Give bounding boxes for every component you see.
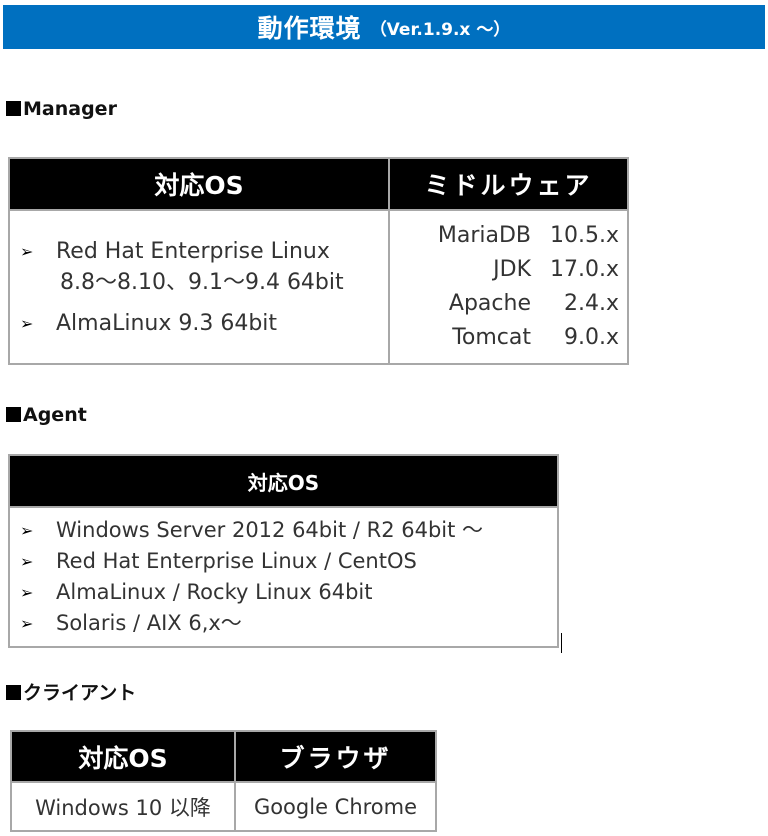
os-name: AlmaLinux / Rocky Linux 64bit — [56, 580, 373, 604]
table-header-row: 対応OS ブラウザ — [10, 730, 437, 783]
section-title-text: Manager — [23, 98, 117, 120]
os-name: Red Hat Enterprise Linux — [56, 238, 330, 264]
page-banner: 動作環境 （Ver.1.9.x ～） — [3, 5, 765, 49]
text-cursor — [561, 633, 562, 653]
arrow-bullet-icon: ➢ — [20, 552, 34, 571]
middleware-version: 2.4.x — [564, 291, 619, 316]
section-title-agent: Agent — [6, 404, 87, 426]
header-middleware: ミドルウェア — [388, 157, 629, 211]
middleware-name: Apache — [448, 291, 531, 316]
square-marker-icon — [6, 685, 21, 700]
manager-table: 対応OS ミドルウェア ➢ Red Hat Enterprise Linux 8… — [8, 157, 629, 365]
arrow-bullet-icon: ➢ — [20, 521, 34, 540]
middleware-version: 9.0.x — [564, 325, 619, 350]
middleware-row: Apache 2.4.x — [390, 287, 619, 321]
header-os: 対応OS — [8, 157, 390, 211]
header-os: 対応OS — [8, 454, 559, 508]
arrow-bullet-icon: ➢ — [20, 313, 34, 333]
arrow-bullet-icon: ➢ — [20, 583, 34, 602]
arrow-bullet-icon: ➢ — [20, 614, 34, 633]
middleware-name: Tomcat — [452, 325, 531, 350]
table-row: ➢Windows Server 2012 64bit / R2 64bit ～ … — [8, 506, 559, 648]
section-title-client: クライアント — [6, 678, 136, 705]
list-item: ➢ Red Hat Enterprise Linux 8.8～8.10、9.1～… — [10, 236, 388, 298]
os-cell: ➢ Red Hat Enterprise Linux 8.8～8.10、9.1～… — [8, 209, 390, 365]
os-name: AlmaLinux 9.3 64bit — [56, 310, 278, 336]
version-label: （Ver.1.9.x ～） — [369, 19, 511, 40]
os-name: Red Hat Enterprise Linux / CentOS — [56, 549, 417, 573]
table-header-row: 対応OS ミドルウェア — [8, 157, 629, 211]
table-header-row: 対応OS — [8, 454, 559, 508]
middleware-row: JDK 17.0.x — [390, 253, 619, 287]
os-cell: Windows 10 以降 — [10, 781, 236, 832]
page-title: 動作環境 — [257, 14, 362, 43]
list-item: ➢ Red Hat Enterprise Linux / CentOS — [10, 546, 557, 577]
table-row: ➢ Red Hat Enterprise Linux 8.8～8.10、9.1～… — [8, 209, 629, 365]
os-cell: ➢Windows Server 2012 64bit / R2 64bit ～ … — [8, 506, 559, 648]
middleware-cell: MariaDB 10.5.x JDK 17.0.x Apache 2.4.x T… — [388, 209, 629, 365]
header-browser: ブラウザ — [234, 730, 437, 783]
list-item: ➢ AlmaLinux / Rocky Linux 64bit — [10, 577, 557, 608]
os-name: Windows Server 2012 64bit / R2 64bit ～ — [56, 518, 484, 542]
list-item: ➢ Windows Server 2012 64bit / R2 64bit ～ — [10, 515, 557, 546]
section-title-text: Agent — [23, 404, 87, 426]
os-list: ➢ Red Hat Enterprise Linux 8.8～8.10、9.1～… — [10, 236, 388, 339]
arrow-bullet-icon: ➢ — [20, 241, 34, 261]
square-marker-icon — [6, 101, 21, 116]
os-versions: 8.8～8.10、9.1～9.4 64bit — [60, 269, 344, 295]
middleware-name: MariaDB — [437, 223, 531, 248]
section-title-manager: Manager — [6, 98, 117, 120]
os-list: ➢Windows Server 2012 64bit / R2 64bit ～ … — [10, 515, 557, 639]
os-name: Solaris / AIX 6,x～ — [56, 611, 242, 635]
client-table: 対応OS ブラウザ Windows 10 以降 Google Chrome — [10, 730, 437, 832]
square-marker-icon — [6, 407, 21, 422]
list-item: ➢ Solaris / AIX 6,x～ — [10, 608, 557, 639]
middleware-name: JDK — [493, 257, 531, 282]
table-row: Windows 10 以降 Google Chrome — [10, 781, 437, 832]
header-os: 対応OS — [10, 730, 236, 783]
middleware-version: 17.0.x — [550, 257, 619, 282]
middleware-row: MariaDB 10.5.x — [390, 219, 619, 253]
agent-table: 対応OS ➢ Windows Server 2012 64bit / R2 64b… — [8, 454, 559, 648]
list-item: ➢ AlmaLinux 9.3 64bit — [10, 308, 388, 339]
browser-cell: Google Chrome — [234, 781, 437, 832]
middleware-version: 10.5.x — [550, 223, 619, 248]
middleware-row: Tomcat 9.0.x — [390, 321, 619, 355]
section-title-text: クライアント — [23, 682, 137, 704]
